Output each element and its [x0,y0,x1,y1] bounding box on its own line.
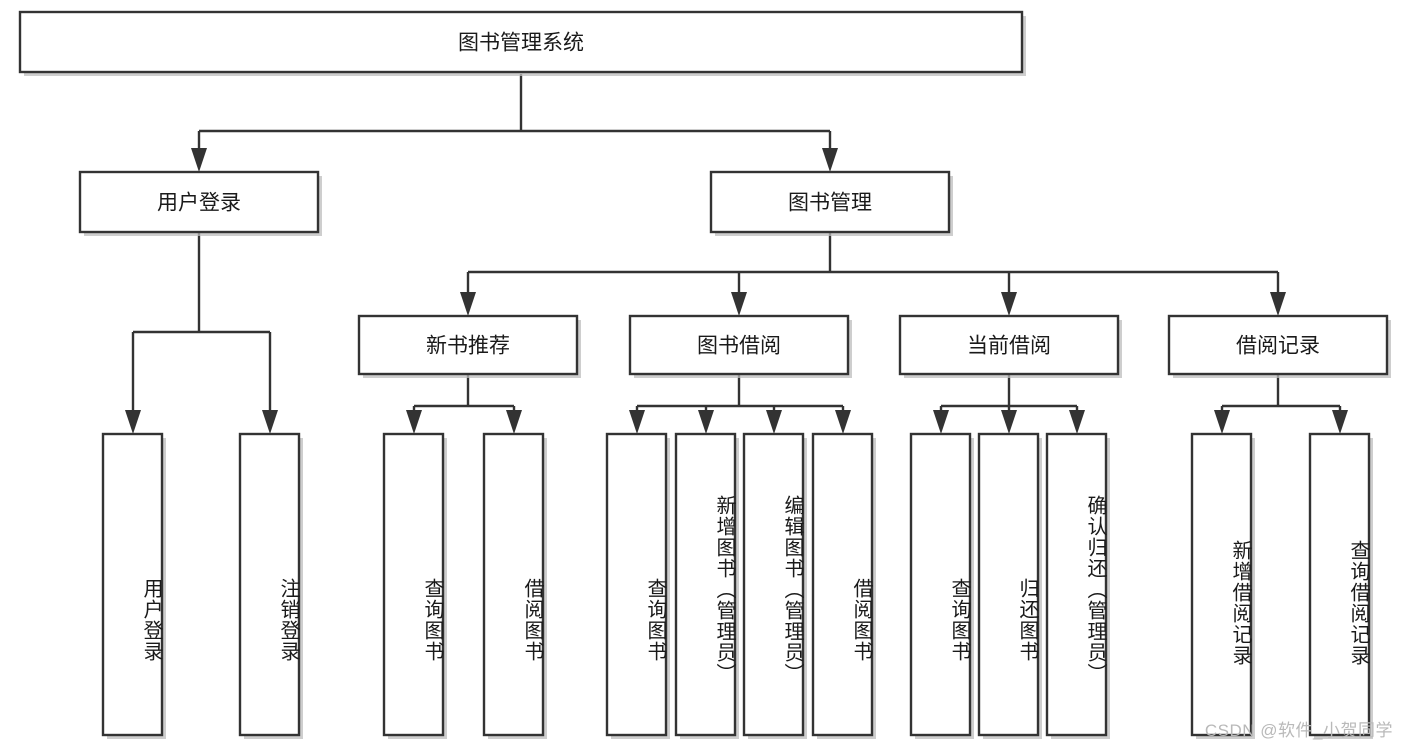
leaf-node-return-book[interactable] [977,432,1042,739]
arrow-recommend-leaf-1 [406,410,422,434]
leaf-node-add-book[interactable] [674,432,739,739]
arrow-current-leaf-3 [1069,410,1085,434]
leaf-recommend-borrow-book-box [482,432,545,737]
leaf-add-book-box [674,432,737,737]
book-management-label: 图书管理 [788,192,872,215]
leaf-node-edit-book[interactable] [742,432,807,739]
leaf-node-borrow-book[interactable] [811,432,876,739]
leaf-node-user-login[interactable] [101,432,166,739]
leaf-node-current-query-book[interactable] [909,432,974,739]
root-box [18,10,1024,74]
node-book-borrow[interactable]: 图书借阅 [628,314,852,378]
node-new-book-recommend[interactable]: 新书推荐 [357,314,581,378]
connector-layer [125,74,1348,434]
arrow-to-borrow-record [1270,292,1286,316]
arrow-to-new-book-recommend [460,292,476,316]
leaf-borrow-query-book-box [605,432,668,737]
arrow-root-to-user-login [191,148,207,172]
node-user-login[interactable]: 用户登录 [78,170,322,236]
arrow-current-leaf-1 [933,410,949,434]
new-book-recommend-box [357,314,579,376]
arrow-to-book-borrow [731,292,747,316]
leaf-node-confirm-return[interactable] [1045,432,1110,739]
leaf-add-borrow-record-box [1190,432,1253,737]
leaf-node-add-borrow-record[interactable] [1190,432,1255,739]
leaf-query-borrow-record-box [1308,432,1371,737]
book-management-box [709,170,951,234]
arrow-borrow-leaf-3 [766,410,782,434]
arrow-current-leaf-2 [1001,410,1017,434]
user-login-box [78,170,320,234]
arrow-borrow-leaf-4 [835,410,851,434]
user-login-label: 用户登录 [157,192,241,215]
csdn-watermark: CSDN @软件_小贺同学 [1204,721,1393,740]
node-current-borrow[interactable]: 当前借阅 [898,314,1122,378]
leaf-borrow-book-box [811,432,874,737]
leaf-node-recommend-query-book[interactable] [382,432,447,739]
new-book-recommend-label: 新书推荐 [426,335,510,358]
leaf-node-query-borrow-record[interactable] [1308,432,1373,739]
arrow-to-current-borrow [1001,292,1017,316]
arrow-recommend-leaf-2 [506,410,522,434]
arrow-root-to-book-manage [822,148,838,172]
arrow-borrow-leaf-1 [629,410,645,434]
arrow-to-leaf-user-login [125,410,141,434]
arrow-record-leaf-1 [1214,410,1230,434]
leaf-return-book-box [977,432,1040,737]
arrow-borrow-leaf-2 [698,410,714,434]
leaf-recommend-query-book-box [382,432,445,737]
current-borrow-label: 当前借阅 [967,335,1051,358]
leaf-current-query-book-box [909,432,972,737]
leaf-node-recommend-borrow-book[interactable] [482,432,547,739]
node-borrow-record[interactable]: 借阅记录 [1167,314,1391,378]
book-borrow-label: 图书借阅 [697,335,781,358]
leaf-node-logout[interactable] [238,432,303,739]
current-borrow-box [898,314,1120,376]
borrow-record-label: 借阅记录 [1236,335,1320,358]
root-label: 图书管理系统 [458,32,584,55]
arrow-record-leaf-2 [1332,410,1348,434]
arrow-to-leaf-logout [262,410,278,434]
leaf-edit-book-box [742,432,805,737]
node-root[interactable]: 图书管理系统 [18,10,1026,76]
book-borrow-box [628,314,850,376]
leaf-user-login-box [101,432,164,737]
leaf-logout-box [238,432,301,737]
node-book-management[interactable]: 图书管理 [709,170,953,236]
leaf-confirm-return-box [1045,432,1108,737]
borrow-record-box [1167,314,1389,376]
leaf-node-borrow-query-book[interactable] [605,432,670,739]
